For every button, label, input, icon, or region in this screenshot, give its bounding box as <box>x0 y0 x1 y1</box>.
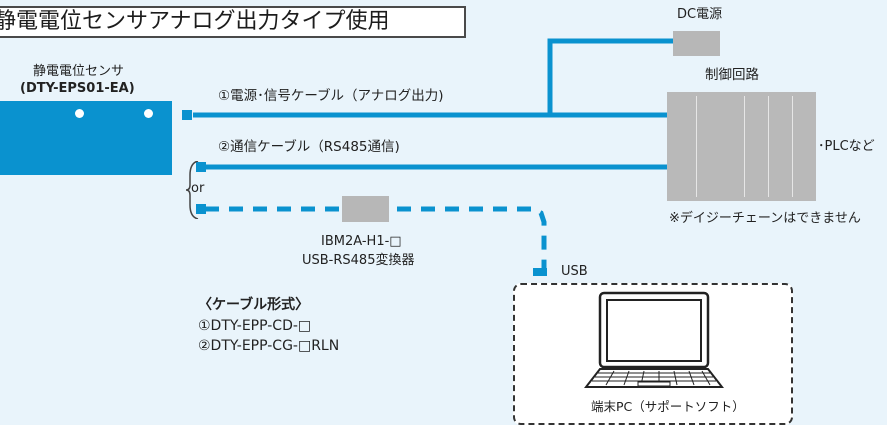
cable-1-connector <box>182 110 192 120</box>
cable-1-label: ①電源･信号ケーブル（アナログ出力) <box>218 88 444 104</box>
usb-dashed-line <box>205 206 547 268</box>
usb-label: USB <box>561 264 588 279</box>
converter-name: USB-RS485変換器 <box>302 253 415 268</box>
cable-2-label: ②通信ケーブル（RS485通信) <box>218 139 400 155</box>
terminal-pc-label: 端末PC（サポートソフト） <box>591 399 745 414</box>
usb-rs485-converter <box>342 196 389 222</box>
sensor-device <box>0 101 172 175</box>
converter-model: IBM2A-H1-□ <box>321 234 402 249</box>
plc-label: ･PLCなど <box>818 139 875 154</box>
plc-unit <box>667 92 816 201</box>
dc-power-label: DC電源 <box>677 7 723 22</box>
laptop-icon <box>584 291 724 388</box>
sensor-indicator-2 <box>144 109 153 118</box>
usb-cable-connector <box>196 204 206 214</box>
plc-module-divider <box>744 96 745 197</box>
cable-format-item-1: ①DTY-EPP-CD-□ <box>198 318 312 334</box>
dc-power-unit <box>673 31 720 56</box>
daisy-chain-note: ※デイジーチェーンはできません <box>669 211 861 226</box>
plc-module-divider <box>696 96 697 197</box>
plc-module-divider <box>792 96 793 197</box>
plc-module-divider <box>768 96 769 197</box>
usb-connector <box>533 268 547 276</box>
cable-2-connector <box>196 162 206 172</box>
or-label: or <box>191 181 205 196</box>
alternative-bracket <box>186 161 199 219</box>
sensor-indicator-1 <box>75 109 84 118</box>
sensor-model: (DTY-EPS01-EA) <box>20 81 135 96</box>
dc-power-line <box>547 38 673 115</box>
cable-format-heading: 〈ケーブル形式〉 <box>198 297 310 313</box>
diagram-title: 静電電位センサアナログ出力タイプ使用 <box>0 9 390 34</box>
cable-format-item-2: ②DTY-EPP-CG-□RLN <box>198 338 340 354</box>
sensor-name: 静電電位センサ <box>33 64 125 79</box>
title-box <box>0 6 466 38</box>
control-circuit-label: 制御回路 <box>705 67 759 83</box>
